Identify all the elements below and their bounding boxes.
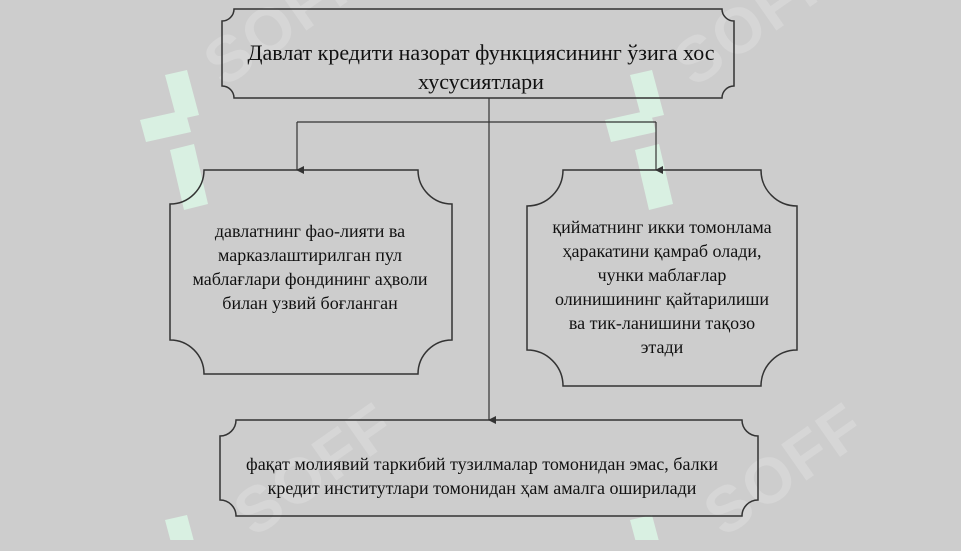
bottom-box: [219, 419, 759, 517]
title-box: [221, 8, 735, 99]
right-box: [526, 169, 798, 387]
connector-lines: [296, 98, 663, 424]
left-box: [169, 169, 453, 375]
title-text: Давлат кредити назорат функциясининг ўзи…: [247, 40, 715, 94]
left-box-text: давлатнинг фао-лияти ва марказлаштирилга…: [192, 221, 428, 313]
bottom-box-text: фақат молиявий таркибий тузилмалар томон…: [246, 454, 718, 498]
watermark-logo-icon: [140, 70, 673, 540]
right-box-text: қийматнинг икки томонлама ҳаракатини қам…: [552, 217, 772, 357]
